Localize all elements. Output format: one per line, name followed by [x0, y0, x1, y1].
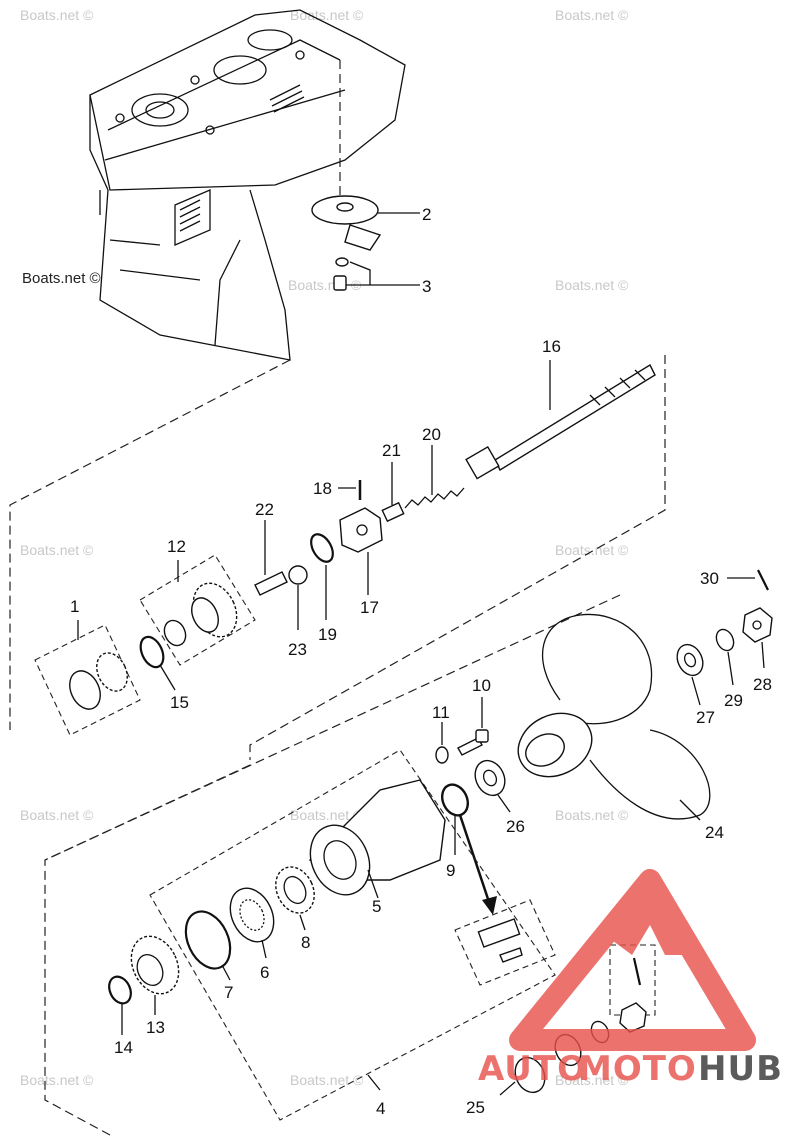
- group-4-outline: [149, 749, 556, 1121]
- watermarks: Boats.net © Boats.net © Boats.net © Boat…: [20, 7, 629, 1088]
- dashed-outline: [249, 355, 666, 760]
- group-1-outline: [34, 624, 141, 736]
- callout-27: 27: [696, 708, 715, 727]
- callout-4: 4: [376, 1099, 385, 1118]
- part-11-washer: [435, 722, 449, 764]
- watermark: Boats.net ©: [20, 1072, 94, 1088]
- callout-3: 3: [422, 277, 431, 296]
- callout-2: 2: [422, 205, 431, 224]
- callout-13: 13: [146, 1018, 165, 1037]
- callout-12: 12: [167, 537, 186, 556]
- part-18-pin: [338, 480, 362, 500]
- callout-14: 14: [114, 1038, 133, 1057]
- callout-18: 18: [313, 479, 332, 498]
- callout-10: 10: [472, 676, 491, 695]
- callout-29: 29: [724, 691, 743, 710]
- dashed-outline: [44, 764, 251, 861]
- part-12-gear: [163, 560, 238, 647]
- dashed-outline: [44, 594, 621, 1136]
- leader-4: [367, 1074, 381, 1091]
- part-19-ring: [310, 533, 334, 620]
- part-2-plate: [311, 195, 420, 251]
- part-28-nut: [742, 607, 773, 669]
- inset-parts: [477, 918, 523, 963]
- automotohub-logo: AUTO MOTO HUB: [478, 869, 783, 1089]
- dashed-outline: [9, 359, 291, 730]
- callout-28: 28: [753, 675, 772, 694]
- callout-1: 1: [70, 597, 79, 616]
- callout-21: 21: [382, 441, 401, 460]
- part-8-bearing: [275, 866, 315, 931]
- part-23-ball: [288, 565, 308, 630]
- watermark: Boats.net ©: [290, 807, 364, 823]
- watermark: Boats.net ©: [20, 807, 94, 823]
- callout-5: 5: [372, 897, 381, 916]
- watermark-dark: Boats.net ©: [22, 270, 101, 287]
- watermark: Boats.net ©: [20, 542, 94, 558]
- callout-8: 8: [301, 933, 310, 952]
- part-26-seal: [474, 759, 511, 813]
- callout-30: 30: [700, 569, 719, 588]
- callout-11: 11: [432, 703, 450, 722]
- watermark: Boats.net ©: [290, 7, 364, 23]
- callout-6: 6: [260, 963, 269, 982]
- callout-17: 17: [360, 598, 379, 617]
- part-29-washer: [715, 628, 735, 686]
- group-25-outline: [609, 944, 656, 1016]
- part-1-bearing: [69, 620, 128, 710]
- watermark: Boats.net ©: [555, 277, 629, 293]
- logo-text-auto: AUTO: [478, 1049, 587, 1089]
- watermark: Boats.net ©: [555, 7, 629, 23]
- gearcase-housing: [89, 9, 406, 361]
- callout-16: 16: [542, 337, 561, 356]
- part-10-bolt: [457, 697, 489, 756]
- part-15-ring: [139, 635, 176, 691]
- callout-15: 15: [170, 693, 189, 712]
- watermark: Boats.net ©: [290, 1072, 364, 1088]
- watermark: Boats.net ©: [555, 807, 629, 823]
- callout-7: 7: [224, 983, 233, 1002]
- part-6-bearing: [229, 887, 275, 959]
- part-24-propeller: [517, 613, 711, 821]
- watermark: Boats.net ©: [555, 1072, 629, 1088]
- inset-outline: [454, 899, 556, 986]
- part-17-clutch: [339, 507, 383, 595]
- callout-26: 26: [506, 817, 525, 836]
- part-16-shaft: [465, 360, 656, 480]
- part-30-pin: [727, 569, 769, 591]
- part-13-gear: [130, 935, 180, 1015]
- callout-22: 22: [255, 500, 274, 519]
- part-14-ring: [108, 975, 132, 1035]
- part-5-housing: [308, 779, 446, 899]
- part-20-spring: [404, 445, 465, 509]
- part-22-plunger: [254, 520, 288, 596]
- part-7-ring: [184, 910, 232, 981]
- callout-24: 24: [705, 823, 724, 842]
- part-27-spacer: [676, 643, 704, 706]
- callout-19: 19: [318, 625, 337, 644]
- part-9-seal: [440, 783, 497, 915]
- part-3-bolts: [333, 257, 420, 291]
- callout-20: 20: [422, 425, 441, 444]
- part-21-pin: [381, 462, 405, 523]
- watermark: Boats.net ©: [555, 542, 629, 558]
- callout-25: 25: [466, 1098, 485, 1117]
- logo-text-hub: HUB: [698, 1049, 783, 1089]
- callout-23: 23: [288, 640, 307, 659]
- watermark: Boats.net ©: [20, 7, 94, 23]
- logo-text-moto: MOTO: [578, 1049, 697, 1089]
- group-12-outline: [139, 554, 256, 666]
- callout-9: 9: [446, 861, 455, 880]
